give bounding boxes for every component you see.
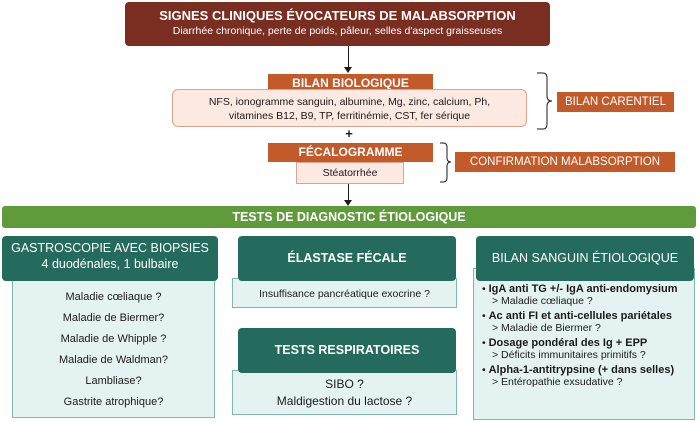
gastro-subtitle: 4 duodénales, 1 bulbaire bbox=[41, 257, 179, 271]
bullet: • bbox=[482, 364, 486, 376]
gastro-item: Maladie cœliaque ? bbox=[65, 291, 162, 303]
gastro-item: Maladie de Whipple ? bbox=[60, 333, 167, 345]
fecal-title: FÉCALOGRAMME bbox=[268, 143, 433, 162]
bilan-bio-title: BILAN BIOLOGIQUE bbox=[268, 74, 433, 93]
tests-bar: TESTS DE DIAGNOSTIC ÉTIOLOGIQUE bbox=[2, 206, 696, 228]
gastro-item: Maladie de Waldman? bbox=[58, 354, 169, 366]
fecal-box: Stéatorrhée bbox=[296, 162, 404, 184]
gastro-header: GASTROSCOPIE AVEC BIOPSIES 4 duodénales,… bbox=[2, 236, 218, 281]
bilan-bio-line1: NFS, ionogramme sanguin, albumine, Mg, z… bbox=[208, 96, 491, 108]
bracket-carentiel bbox=[537, 72, 553, 130]
gastro-item: Lambliase? bbox=[85, 375, 142, 387]
bilan-bio-box: NFS, ionogramme sanguin, albumine, Mg, z… bbox=[172, 89, 527, 127]
respi-box: SIBO ? Maldigestion du lactose ? bbox=[232, 370, 457, 415]
sanguin-item: • Dosage pondéral des Ig + EPP > Déficit… bbox=[482, 337, 690, 361]
arrowhead bbox=[344, 200, 352, 206]
elastase-item: Insuffisance pancréatique exocrine ? bbox=[259, 288, 430, 300]
sanguin-item-sub: > Maladie de Biermer ? bbox=[492, 322, 601, 334]
bullet: • bbox=[482, 310, 486, 322]
respi-line2: Maldigestion du lactose ? bbox=[276, 394, 413, 408]
elastase-title: ÉLASTASE FÉCALE bbox=[287, 251, 407, 265]
bullet: • bbox=[482, 337, 486, 349]
header-subtitle: Diarrhée chronique, perte de poids, pâle… bbox=[172, 25, 503, 37]
sanguin-header: BILAN SANGUIN ÉTIOLOGIQUE bbox=[476, 236, 694, 281]
respi-title: TESTS RESPIRATOIRES bbox=[274, 343, 420, 357]
confirmation-label: CONFIRMATION MALABSORPTION bbox=[455, 152, 675, 172]
bullet: • bbox=[482, 283, 486, 295]
plus-sign: + bbox=[345, 126, 353, 141]
sanguin-item-head: Dosage pondéral des Ig + EPP bbox=[488, 337, 648, 349]
arrow-line bbox=[348, 184, 349, 200]
sanguin-item-sub: > Entéropathie exsudative ? bbox=[492, 376, 623, 388]
elastase-header: ÉLASTASE FÉCALE bbox=[238, 236, 456, 281]
gastro-item: Maladie de Biermer? bbox=[62, 312, 165, 324]
respi-line1: SIBO ? bbox=[325, 377, 364, 391]
bilan-bio-line2: vitamines B12, B9, TP, ferritinémie, CST… bbox=[228, 110, 471, 122]
header-box: SIGNES CLINIQUES ÉVOCATEURS DE MALABSORP… bbox=[125, 2, 550, 46]
gastro-box: Maladie cœliaque ? Maladie de Biermer? M… bbox=[12, 268, 215, 418]
sanguin-item-head: Alpha-1-antitrypsine (+ dans selles) bbox=[488, 364, 675, 376]
fecal-result: Stéatorrhée bbox=[322, 167, 378, 179]
sanguin-item: • Ac anti FI et anti-cellules pariétales… bbox=[482, 310, 690, 334]
gastro-title: GASTROSCOPIE AVEC BIOPSIES bbox=[11, 241, 209, 255]
sanguin-item-head: IgA anti TG +/- IgA anti-endomysium bbox=[488, 283, 678, 295]
arrow-line bbox=[348, 46, 349, 68]
sanguin-title: BILAN SANGUIN ÉTIOLOGIQUE bbox=[491, 251, 679, 265]
elastase-box: Insuffisance pancréatique exocrine ? bbox=[232, 278, 457, 308]
sanguin-item: • IgA anti TG +/- IgA anti-endomysium > … bbox=[482, 283, 690, 307]
sanguin-box: • IgA anti TG +/- IgA anti-endomysium > … bbox=[473, 268, 695, 420]
respi-header: TESTS RESPIRATOIRES bbox=[238, 328, 456, 373]
sanguin-item: • Alpha-1-antitrypsine (+ dans selles) >… bbox=[482, 364, 690, 388]
bilan-carentiel-label: BILAN CARENTIEL bbox=[557, 92, 674, 112]
gastro-item: Gastrite atrophique? bbox=[63, 396, 164, 408]
sanguin-item-sub: > Maladie cœliaque ? bbox=[492, 295, 593, 307]
arrowhead bbox=[344, 67, 352, 73]
header-title: SIGNES CLINIQUES ÉVOCATEURS DE MALABSORP… bbox=[159, 8, 516, 23]
sanguin-item-head: Ac anti FI et anti-cellules pariétales bbox=[488, 310, 673, 322]
sanguin-item-sub: > Déficits immunitaires primitifs ? bbox=[492, 349, 646, 361]
bracket-confirmation bbox=[440, 142, 452, 183]
